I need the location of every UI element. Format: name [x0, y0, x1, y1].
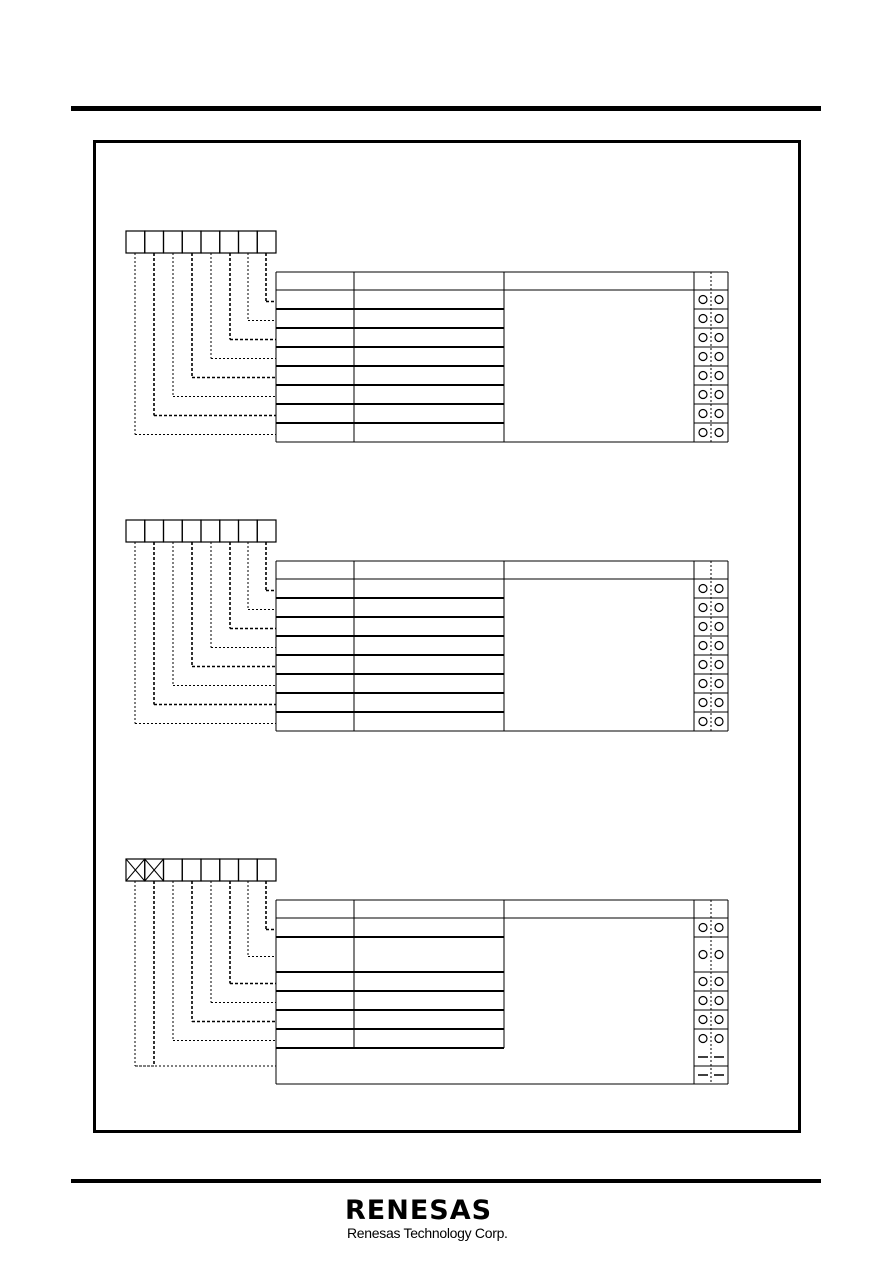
- write-mark: [714, 678, 724, 689]
- read-mark: [698, 1033, 708, 1044]
- read-mark: [698, 922, 708, 933]
- bit-cell: [256, 230, 277, 254]
- bit-cell: [200, 230, 221, 254]
- read-mark: [698, 332, 708, 343]
- write-mark: [714, 995, 724, 1006]
- write-mark: [714, 408, 724, 419]
- bit-cell: [237, 858, 258, 882]
- register-diagram-2: [125, 519, 729, 732]
- content-frame: [93, 140, 801, 1133]
- bit-cell: [237, 519, 258, 543]
- bit-cell: [181, 230, 202, 254]
- renesas-logo: RENESAS Renesas Technology Corp.: [345, 1195, 545, 1247]
- write-mark: [714, 370, 724, 381]
- write-mark: [714, 640, 724, 651]
- read-mark: [698, 621, 708, 632]
- reserved-bit-cross: [144, 858, 164, 882]
- write-mark: [714, 583, 724, 594]
- read-mark: [698, 659, 708, 670]
- bit-cell: [200, 519, 221, 543]
- write-mark: [714, 621, 724, 632]
- read-mark: [698, 427, 708, 438]
- bit-cell: [144, 230, 165, 254]
- write-mark: [714, 332, 724, 343]
- read-mark: [698, 370, 708, 381]
- bit-cell: [181, 519, 202, 543]
- write-mark: [714, 602, 724, 613]
- read-mark: [698, 640, 708, 651]
- bit-leaders: [134, 542, 276, 724]
- footer-rule: [71, 1179, 821, 1183]
- read-mark: [698, 408, 708, 419]
- write-mark: [714, 1014, 724, 1025]
- bit-cell: [200, 858, 221, 882]
- read-mark: [698, 697, 708, 708]
- bit-cell: [237, 230, 258, 254]
- register-diagram-3: [125, 858, 729, 1085]
- bit-cell: [256, 858, 277, 882]
- bit-cell: [144, 519, 165, 543]
- bit-leaders: [134, 253, 276, 435]
- bit-cell: [162, 230, 183, 254]
- write-mark: [714, 1033, 724, 1044]
- read-mark: [698, 294, 708, 305]
- read-mark: [698, 976, 708, 987]
- bit-cell: [219, 230, 240, 254]
- write-mark: [714, 716, 724, 727]
- read-mark: [698, 995, 708, 1006]
- bit-cell: [256, 519, 277, 543]
- write-mark: [714, 351, 724, 362]
- bit-cell: [181, 858, 202, 882]
- read-mark: [698, 678, 708, 689]
- read-mark: [698, 602, 708, 613]
- read-mark: [698, 351, 708, 362]
- write-mark: [714, 922, 724, 933]
- read-mark: [698, 1014, 708, 1025]
- bit-table: [275, 271, 729, 443]
- register-diagram-1: [125, 230, 729, 443]
- header-rule: [71, 106, 821, 111]
- write-mark: [714, 427, 724, 438]
- bit-cell: [125, 230, 146, 254]
- write-mark: [714, 976, 724, 987]
- write-mark: [714, 697, 724, 708]
- write-mark: [714, 659, 724, 670]
- bit-table: [275, 899, 729, 1085]
- read-mark: [698, 389, 708, 400]
- write-mark: [714, 949, 724, 960]
- bit-cell: [162, 519, 183, 543]
- read-mark: [698, 583, 708, 594]
- write-mark: [714, 313, 724, 324]
- read-mark: [698, 716, 708, 727]
- read-mark: [698, 313, 708, 324]
- bit-cell: [219, 858, 240, 882]
- bit-table: [275, 560, 729, 732]
- bit-cell: [162, 858, 183, 882]
- write-mark: [714, 389, 724, 400]
- read-mark: [698, 949, 708, 960]
- reserved-bit-cross: [125, 858, 146, 882]
- bit-leaders: [134, 881, 276, 1067]
- logo-wordmark: RENESAS: [345, 1195, 493, 1226]
- bit-cell: [125, 519, 146, 543]
- company-name: Renesas Technology Corp.: [347, 1225, 508, 1241]
- bit-cell: [219, 519, 240, 543]
- write-mark: [714, 294, 724, 305]
